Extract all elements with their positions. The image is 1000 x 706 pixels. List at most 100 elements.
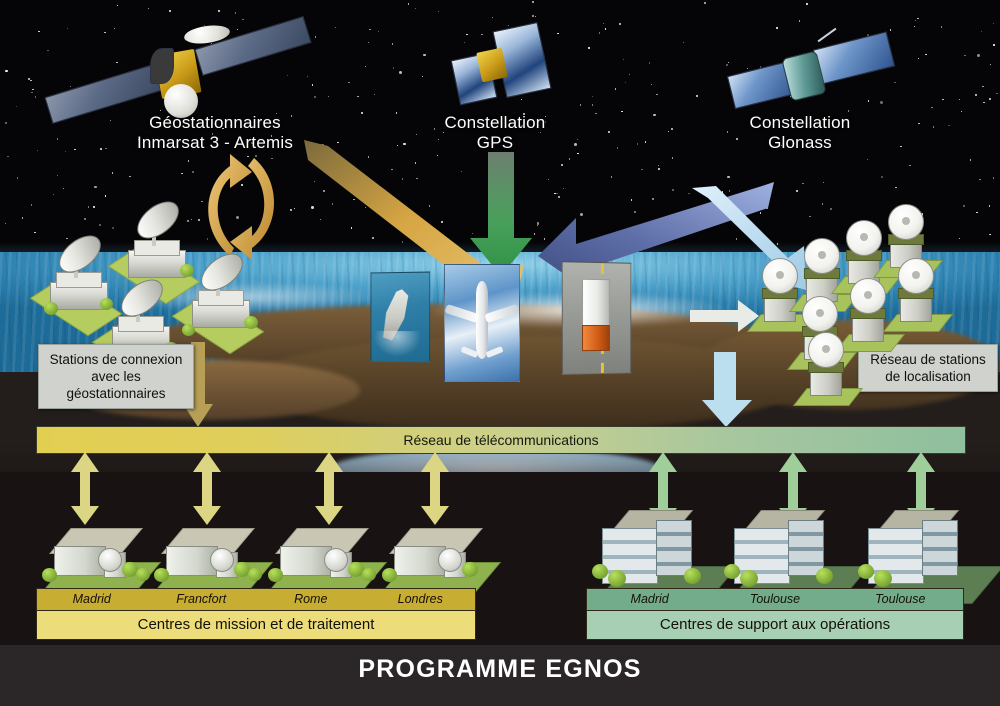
star	[976, 211, 978, 214]
star	[242, 18, 244, 21]
star	[364, 206, 367, 209]
star	[94, 185, 97, 189]
star	[396, 112, 398, 114]
star	[460, 171, 462, 173]
star	[918, 122, 920, 124]
station-dish-mast	[152, 230, 156, 246]
star	[399, 71, 403, 75]
star	[372, 237, 374, 239]
telecommunications-bar-label: Réseau de télécommunications	[403, 432, 599, 448]
city-label: Rome	[294, 592, 328, 606]
star	[726, 64, 729, 67]
star	[391, 168, 393, 170]
satellite-antenna-shade	[150, 48, 174, 84]
star	[925, 53, 927, 56]
star	[222, 127, 224, 130]
star	[913, 25, 916, 28]
star	[105, 147, 107, 150]
mission-bush	[154, 568, 169, 582]
star	[414, 8, 417, 10]
label-geo-line1: Géostationnaires	[149, 113, 281, 132]
star	[271, 157, 273, 160]
star	[796, 190, 798, 192]
star	[471, 232, 474, 235]
star	[576, 138, 579, 141]
footer-band	[0, 645, 1000, 706]
star	[624, 81, 627, 83]
star	[271, 135, 273, 137]
star	[114, 27, 116, 30]
page-title: PROGRAMME EGNOS	[358, 655, 642, 683]
ranging-dish	[804, 238, 840, 274]
star	[4, 121, 8, 125]
star	[313, 181, 316, 183]
arrow-telecom-mission-2	[193, 452, 221, 525]
arrow-telecom-mission-1	[71, 452, 99, 525]
star	[251, 142, 253, 144]
mission-bush	[362, 568, 376, 581]
star	[996, 93, 998, 95]
star	[408, 3, 410, 5]
ranging-dish	[808, 332, 844, 368]
star	[5, 69, 8, 72]
star	[652, 198, 654, 200]
ranging-dish	[888, 204, 924, 240]
star	[547, 178, 549, 181]
star	[437, 10, 440, 13]
star	[397, 145, 399, 147]
star	[104, 31, 106, 34]
label-constellation-gps: Constellation GPS	[400, 113, 590, 153]
star	[28, 78, 30, 80]
star	[99, 224, 101, 226]
star	[7, 155, 9, 158]
star	[207, 238, 209, 240]
star	[291, 115, 293, 117]
star	[36, 149, 38, 152]
star	[579, 104, 582, 106]
support-bush	[874, 570, 892, 587]
star	[847, 110, 850, 112]
star	[323, 190, 325, 192]
city-label: Madrid	[72, 592, 111, 606]
star	[975, 94, 978, 97]
star	[63, 187, 65, 189]
star	[442, 131, 445, 134]
star	[236, 216, 240, 220]
arrow-ship-to-plane	[690, 300, 759, 332]
mission-wall	[54, 546, 106, 576]
arrow-telecom-support-1	[649, 452, 677, 527]
star	[247, 155, 249, 158]
star	[993, 44, 995, 46]
star	[621, 110, 623, 113]
star	[428, 205, 430, 207]
arrow-glonass-to-stations	[692, 186, 806, 290]
star	[992, 177, 995, 179]
star	[979, 178, 981, 181]
star	[156, 139, 158, 142]
star	[798, 20, 801, 22]
star	[988, 205, 991, 207]
star	[187, 160, 189, 162]
star	[562, 188, 564, 190]
star	[657, 164, 660, 167]
star	[181, 172, 183, 175]
star	[463, 41, 466, 44]
city-label: Toulouse	[749, 592, 801, 606]
mission-dish	[438, 548, 462, 572]
star	[30, 204, 33, 206]
star	[942, 98, 944, 101]
star	[521, 125, 523, 127]
star	[523, 113, 525, 115]
star	[536, 222, 539, 225]
mission-bush	[42, 568, 57, 582]
star	[416, 177, 418, 180]
star	[129, 175, 131, 178]
star	[630, 199, 633, 201]
station-bush	[100, 298, 113, 310]
star	[722, 191, 724, 193]
star	[367, 41, 369, 43]
star	[932, 126, 935, 128]
star	[867, 100, 870, 102]
star	[633, 211, 637, 214]
star	[218, 10, 220, 12]
